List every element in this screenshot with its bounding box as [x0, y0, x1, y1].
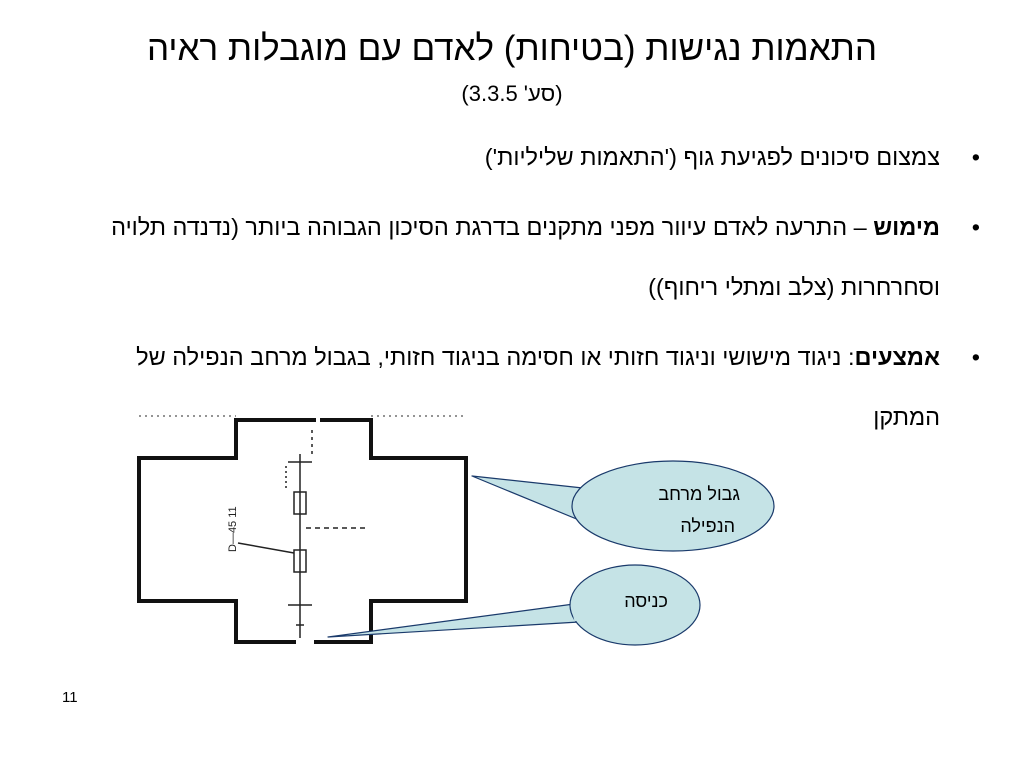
bullet-marker: •	[971, 214, 980, 240]
bullet-list: • צמצום סיכונים לפגיעת גוף ('התאמות שליל…	[104, 127, 984, 457]
bullet-text: צמצום סיכונים לפגיעת גוף ('התאמות שליליו…	[484, 144, 940, 170]
plan-outline	[137, 418, 468, 644]
slide-subtitle: (סע' 3.3.5)	[461, 81, 563, 106]
callout-text-entrance: כניסה	[624, 591, 668, 611]
fall-zone-plan-drawing: D—45 11	[137, 415, 468, 646]
bullet-item-means: • אמצעים: ניגוד מישושי וניגוד חזותי או ח…	[104, 327, 984, 447]
bullet-bold-term: אמצעים	[854, 344, 940, 370]
plan-label: D—45 11	[227, 506, 239, 552]
callout-text-line2: הנפילה	[680, 516, 735, 536]
bullet-marker: •	[971, 144, 980, 170]
slide-title: התאמות נגישות (בטיחות) לאדם עם מוגבלות ר…	[146, 29, 878, 68]
bullet-text: – התרעה לאדם עיוור מפני מתקנים בדרגת הסי…	[111, 214, 940, 300]
callout-fall-zone-boundary: גבול מרחב הנפילה	[471, 460, 775, 552]
bullet-item-risk-reduction: • צמצום סיכונים לפגיעת גוף ('התאמות שליל…	[104, 127, 984, 187]
bullet-bold-term: מימוש	[873, 214, 940, 240]
bullet-text: : ניגוד מישושי וניגוד חזותי או חסימה בני…	[136, 344, 940, 430]
bullet-marker: •	[971, 344, 980, 370]
bullet-item-implementation: • מימוש – התרעה לאדם עיוור מפני מתקנים ב…	[104, 197, 984, 317]
page-number: 11	[62, 689, 78, 706]
callout-text-line1: גבול מרחב	[658, 484, 740, 504]
callout-entrance: כניסה	[327, 564, 701, 646]
